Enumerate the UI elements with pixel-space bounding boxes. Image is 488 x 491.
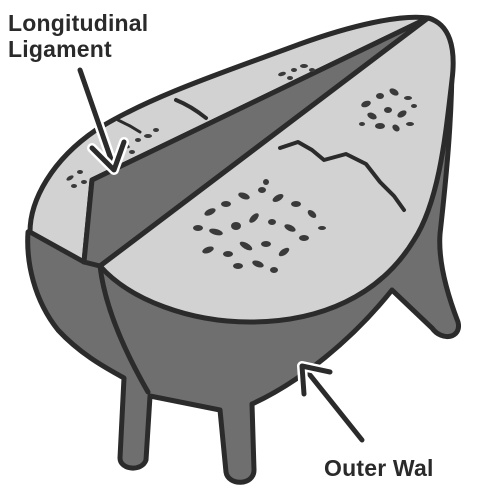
- longitudinal-label-line2: Ligament: [8, 36, 148, 62]
- longitudinal-label-line1: Longitudinal: [8, 10, 148, 36]
- longitudinal-ligament-label: Longitudinal Ligament: [8, 10, 148, 62]
- outer-wall-label: Outer Wal: [324, 455, 434, 481]
- arrow-outer-wall: [302, 366, 362, 440]
